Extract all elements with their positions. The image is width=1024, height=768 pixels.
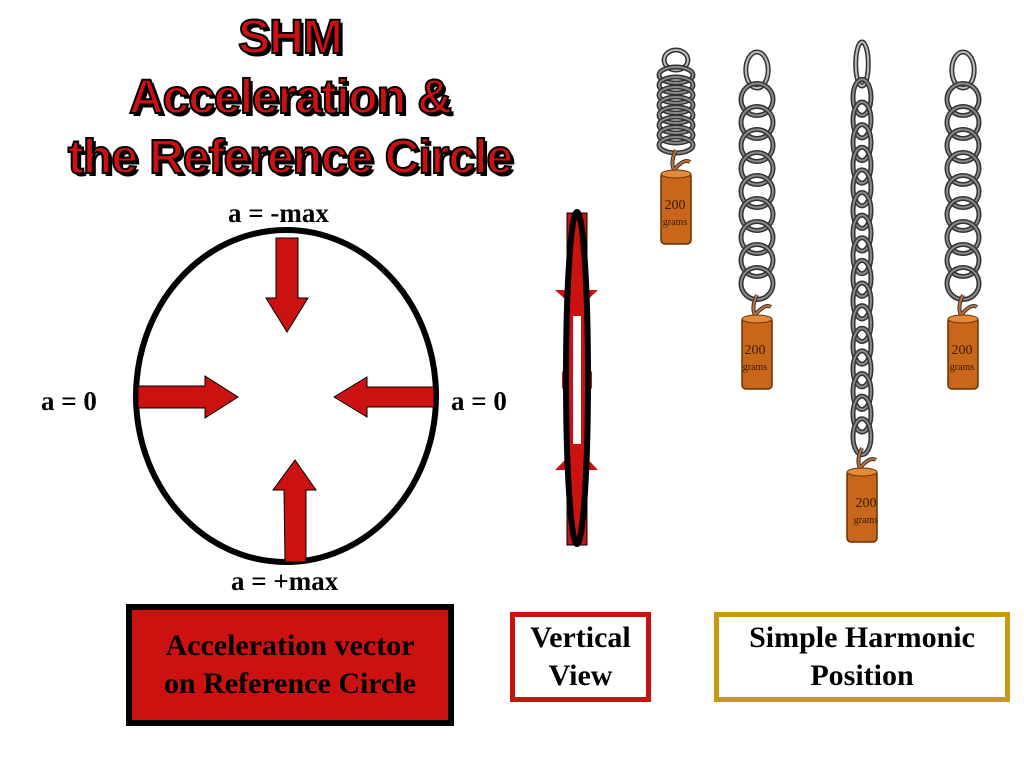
acceleration-vector-box: Acceleration vector on Reference Circle: [126, 604, 454, 726]
weight-2-mass: 200: [744, 343, 766, 358]
arrow-up-bottom: [272, 459, 317, 563]
shm-box-line-1: Simple Harmonic: [749, 621, 975, 654]
slide-title: SHM Acceleration & the Reference Circle: [40, 8, 540, 188]
label-left: a = 0: [41, 386, 97, 416]
weight-1-unit: grams: [662, 217, 688, 228]
title-line-2: Acceleration &: [128, 70, 453, 125]
arrow-left-right: [333, 376, 435, 418]
weight-1-mass: 200: [664, 198, 686, 213]
weight-3-unit: grams: [853, 515, 879, 526]
label-right: a = 0: [451, 386, 507, 416]
weight-3-mass: 200: [855, 496, 877, 511]
accel-box-line-1: Acceleration vector: [165, 629, 415, 662]
shm-box-line-2: Position: [810, 659, 914, 692]
title-line-3: the Reference Circle: [67, 130, 514, 185]
weight-4-unit: grams: [949, 362, 975, 373]
weight-4-mass: 200: [951, 343, 973, 358]
vertical-view: [555, 209, 598, 547]
shm-position-box: Simple Harmonic Position: [714, 612, 1010, 702]
arrow-right-left: [137, 375, 239, 419]
title-line-1: SHM: [237, 10, 344, 65]
vertical-box-line-2: View: [548, 659, 613, 692]
accel-box-line-2: on Reference Circle: [163, 667, 417, 700]
vertical-box-line-1: Vertical: [530, 621, 631, 654]
springs-group: [656, 39, 982, 543]
arrow-down-top: [265, 237, 309, 333]
label-top: a = -max: [228, 198, 329, 228]
label-bottom: a = +max: [231, 566, 339, 596]
vertical-view-box: Vertical View: [510, 612, 651, 702]
weight-2-unit: grams: [742, 362, 768, 373]
